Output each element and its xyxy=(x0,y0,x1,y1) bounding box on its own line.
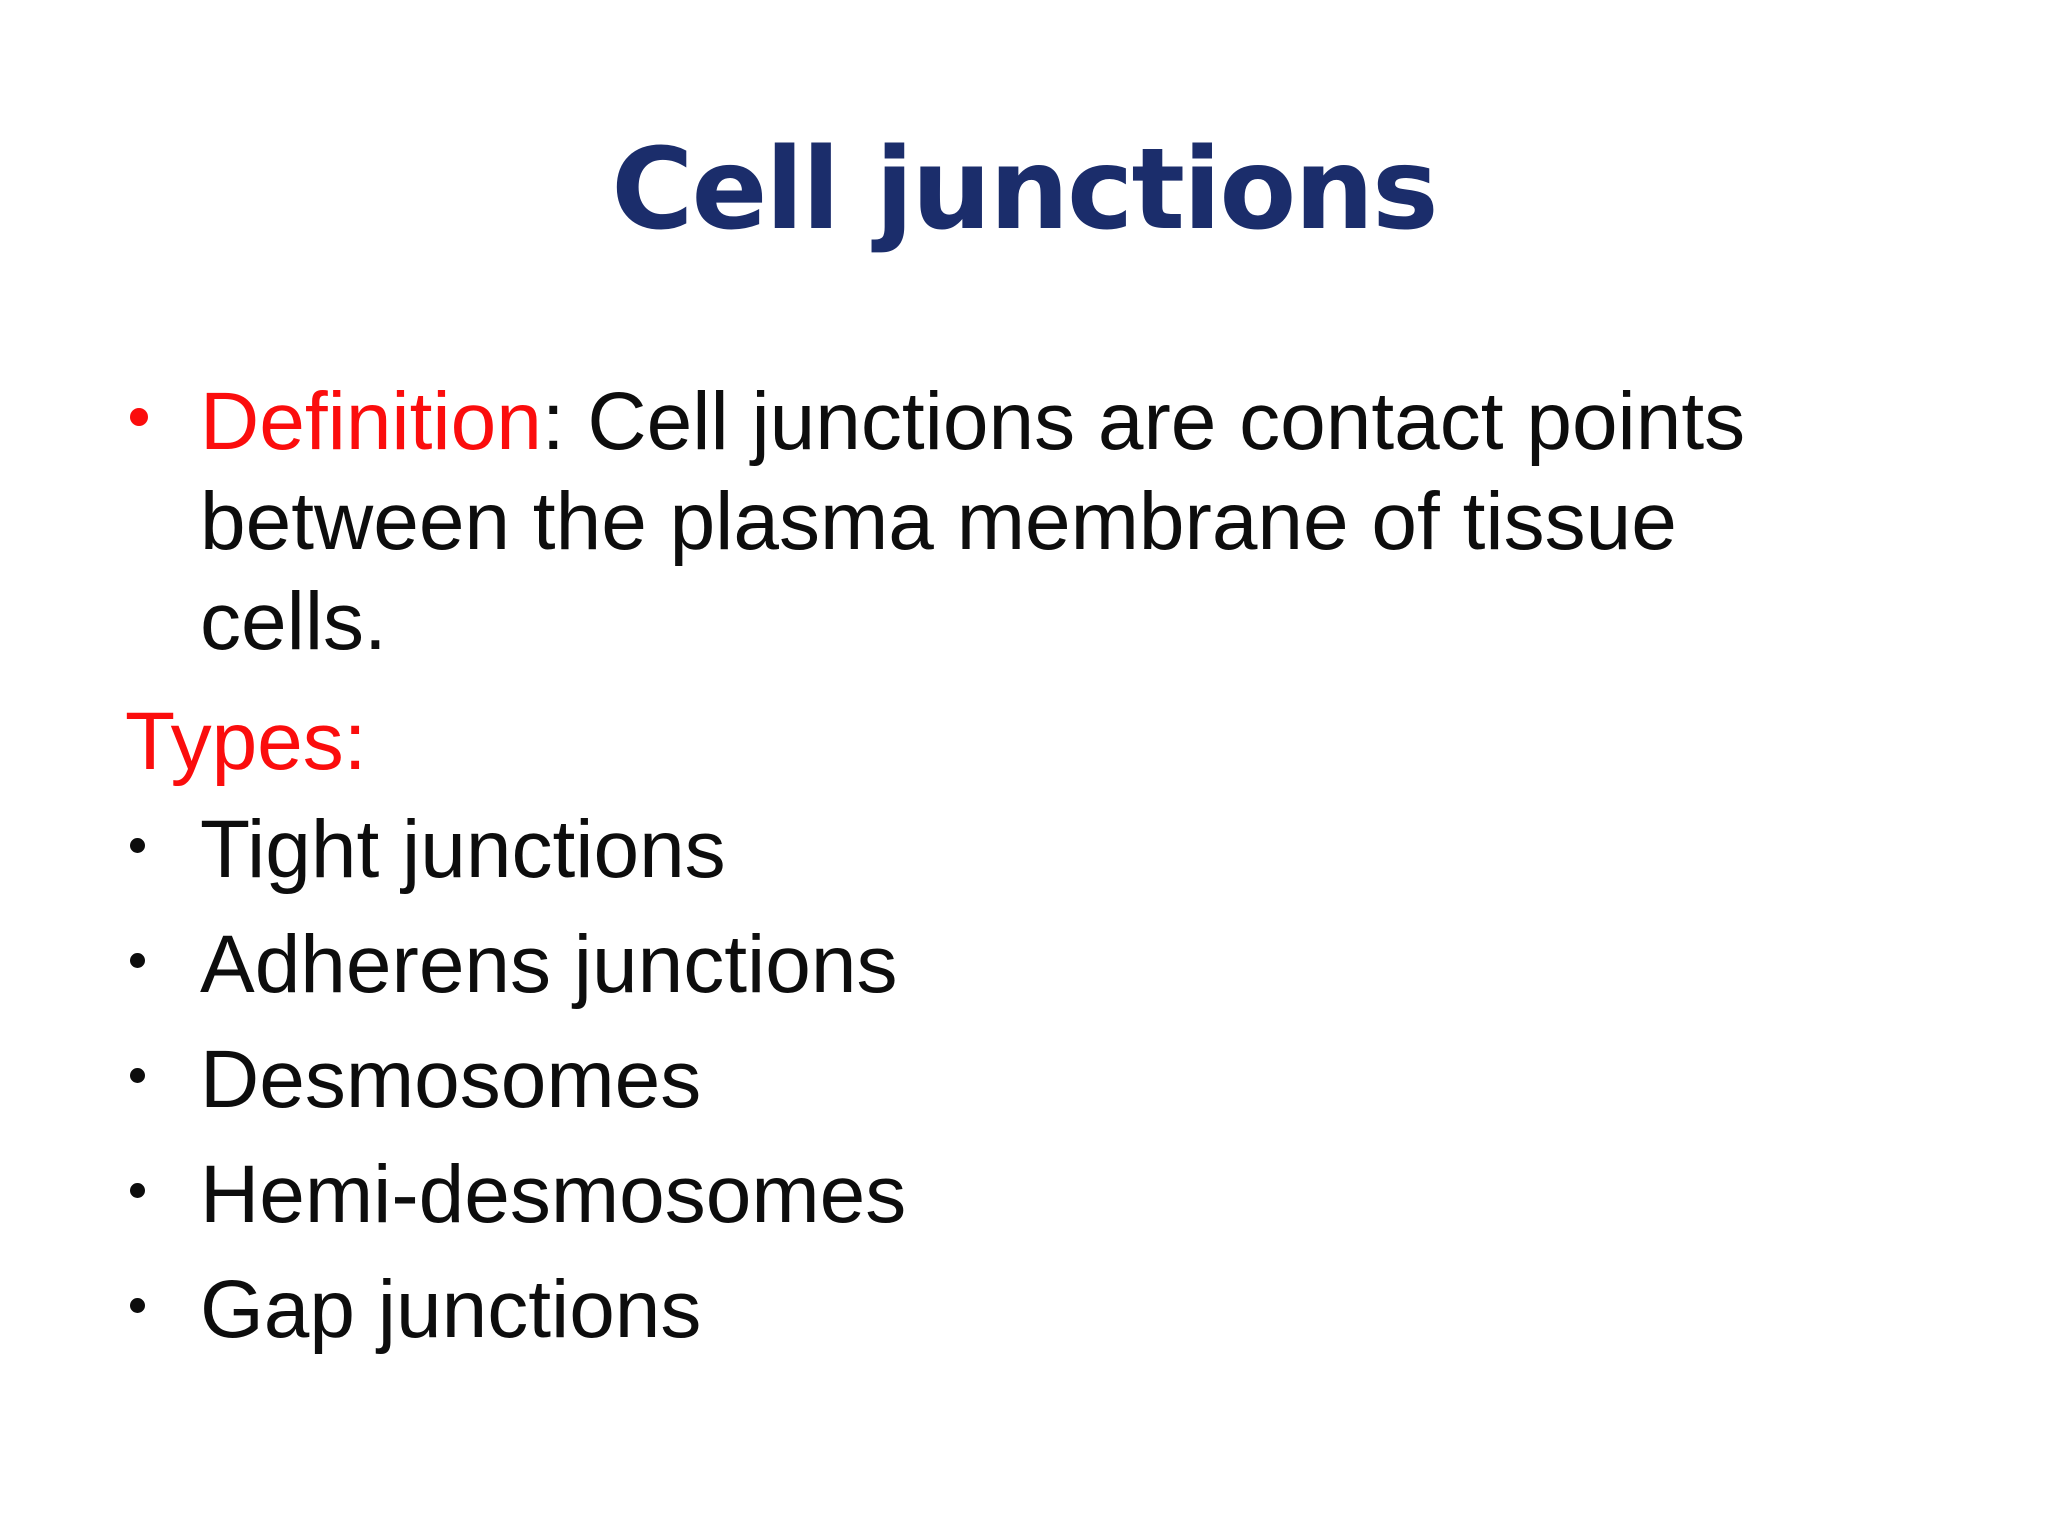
type-item-tight-junctions: Tight junctions xyxy=(200,804,726,895)
definition-label: Definition xyxy=(200,376,542,467)
definition-item: Definition: Cell junctions are contact p… xyxy=(125,372,1975,472)
black-bullet-icon xyxy=(130,953,145,968)
list-item: Hemi-desmosomes xyxy=(125,1137,1975,1252)
list-item: Tight junctions xyxy=(125,792,1975,907)
black-bullet-icon xyxy=(130,1298,145,1313)
type-item-adherens-junctions: Adherens junctions xyxy=(200,919,898,1010)
list-item: Desmosomes xyxy=(125,1022,1975,1137)
bullet-column xyxy=(125,1022,200,1083)
list-item: Gap junctions xyxy=(125,1252,1975,1367)
definition-line-1: Definition: Cell junctions are contact p… xyxy=(200,372,1745,472)
black-bullet-icon xyxy=(130,838,145,853)
bullet-column xyxy=(125,1137,200,1198)
definition-text-rest: : Cell junctions are contact points xyxy=(541,376,1746,467)
list-item: Adherens junctions xyxy=(125,907,1975,1022)
slide-title: Cell junctions xyxy=(611,125,1438,255)
definition-line-2: between the plasma membrane of tissue xyxy=(200,476,1677,567)
bullet-column xyxy=(125,372,200,426)
definition-line-3: cells. xyxy=(200,576,387,667)
type-item-desmosomes: Desmosomes xyxy=(200,1034,702,1125)
red-bullet-icon xyxy=(130,408,148,426)
bullet-column xyxy=(125,907,200,968)
slide-body: Definition: Cell junctions are contact p… xyxy=(125,372,1975,1367)
types-heading: Types: xyxy=(125,696,367,787)
type-item-gap-junctions: Gap junctions xyxy=(200,1264,702,1355)
black-bullet-icon xyxy=(130,1183,145,1198)
type-item-hemi-desmosomes: Hemi-desmosomes xyxy=(200,1149,907,1240)
bullet-column xyxy=(125,792,200,853)
black-bullet-icon xyxy=(130,1068,145,1083)
bullet-column xyxy=(125,1252,200,1313)
